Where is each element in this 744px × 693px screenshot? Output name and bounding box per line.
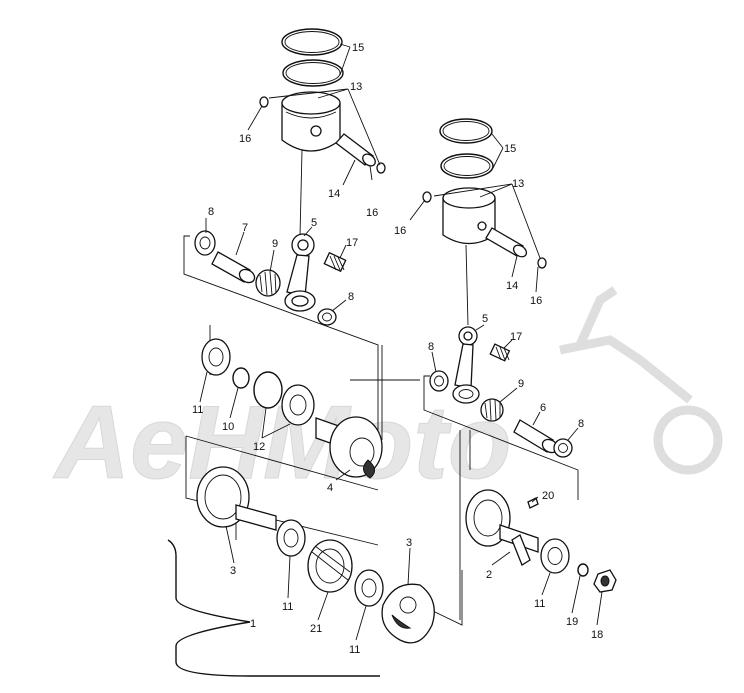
thrust-washer-left-a xyxy=(194,230,216,256)
crank-nut xyxy=(593,569,617,593)
callout-numbers: 15 13 16 14 16 15 13 16 14 16 8 7 9 5 17… xyxy=(192,42,603,656)
callout-10: 10 xyxy=(222,421,234,433)
needle-bearing-left xyxy=(255,269,281,297)
crank-pin-left xyxy=(211,251,256,284)
main-bearing-left-d xyxy=(354,569,384,607)
callout-11: 11 xyxy=(349,644,360,656)
circlip-right-a xyxy=(422,191,432,203)
piston-pin-left xyxy=(335,133,376,167)
crank-wheel-right xyxy=(381,583,435,644)
assembly-bracket xyxy=(167,539,380,677)
circlip-right-b xyxy=(537,257,547,269)
callout-6: 6 xyxy=(540,402,546,414)
callout-13: 13 xyxy=(512,178,524,190)
callout-21: 21 xyxy=(310,623,322,635)
callout-2: 2 xyxy=(486,569,492,581)
piston-ring-left-upper xyxy=(281,28,343,56)
crank-pin-right xyxy=(513,419,559,454)
guide-frame-left-mid xyxy=(209,325,420,381)
main-bearing-left-c xyxy=(276,519,306,557)
callout-1: 1 xyxy=(250,618,256,630)
circlip-left-b xyxy=(376,162,386,174)
needle-bearing-left-small xyxy=(323,251,347,273)
guide-frame-left-lower xyxy=(185,435,379,546)
connecting-rod-left xyxy=(284,149,316,312)
callout-16: 16 xyxy=(366,207,378,219)
callout-16: 16 xyxy=(239,133,251,145)
callout-7: 7 xyxy=(242,222,248,234)
crank-wheel-left xyxy=(196,466,277,531)
main-bearing-right xyxy=(540,538,570,574)
thrust-washer-right-a xyxy=(429,370,449,392)
callout-3: 3 xyxy=(406,537,412,549)
callout-11: 11 xyxy=(282,601,293,613)
callout-18: 18 xyxy=(591,629,603,641)
callout-3: 3 xyxy=(230,565,236,577)
callout-11: 11 xyxy=(192,404,203,416)
callout-8: 8 xyxy=(578,418,584,430)
piston-left xyxy=(281,91,341,152)
callout-14: 14 xyxy=(328,188,340,200)
callout-13: 13 xyxy=(350,81,362,93)
callout-8: 8 xyxy=(348,291,354,303)
callout-15: 15 xyxy=(352,42,364,54)
thrust-washer-right-b xyxy=(553,438,573,458)
guide-frame-left-upper xyxy=(183,235,383,460)
callout-17: 17 xyxy=(510,331,522,343)
watermark-motorcycle-icon xyxy=(559,286,723,475)
piston-ring-left-lower xyxy=(282,59,344,87)
callout-20: 20 xyxy=(542,490,554,502)
labyrinth-seal xyxy=(307,539,353,593)
connecting-rod-right xyxy=(452,244,480,404)
callout-9: 9 xyxy=(272,238,278,250)
oil-seal-left xyxy=(232,367,250,389)
crankshaft-right xyxy=(465,489,539,566)
piston-pin-right xyxy=(485,227,528,258)
guide-frame-right xyxy=(423,375,579,620)
circlip-left-a xyxy=(259,96,269,108)
callout-15: 15 xyxy=(504,143,516,155)
callout-5: 5 xyxy=(482,313,488,325)
crankshaft-half-left xyxy=(315,416,383,479)
callout-9: 9 xyxy=(518,378,524,390)
callout-19: 19 xyxy=(566,616,578,628)
callout-17: 17 xyxy=(346,237,358,249)
piston-ring-right-lower xyxy=(440,153,494,179)
lock-washer xyxy=(577,563,589,577)
callout-16: 16 xyxy=(394,225,406,237)
circlip-ring-left xyxy=(253,371,283,409)
callout-14: 14 xyxy=(506,280,518,292)
callout-11: 11 xyxy=(534,598,545,610)
needle-bearing-right-small xyxy=(489,343,511,362)
leader-lines xyxy=(199,43,603,641)
main-bearing-left-b xyxy=(281,384,315,426)
woodruff-key xyxy=(527,497,539,509)
thrust-washer-left-b xyxy=(317,308,337,326)
callout-8: 8 xyxy=(208,206,214,218)
watermark: AeHMoto xyxy=(52,286,723,502)
callout-4: 4 xyxy=(327,482,333,494)
callout-5: 5 xyxy=(311,217,317,229)
needle-bearing-right xyxy=(480,398,504,422)
main-bearing-left-a xyxy=(201,338,231,376)
callout-8: 8 xyxy=(428,341,434,353)
callout-16: 16 xyxy=(530,295,542,307)
piston-ring-right-upper xyxy=(439,118,493,144)
callout-12: 12 xyxy=(253,441,265,453)
